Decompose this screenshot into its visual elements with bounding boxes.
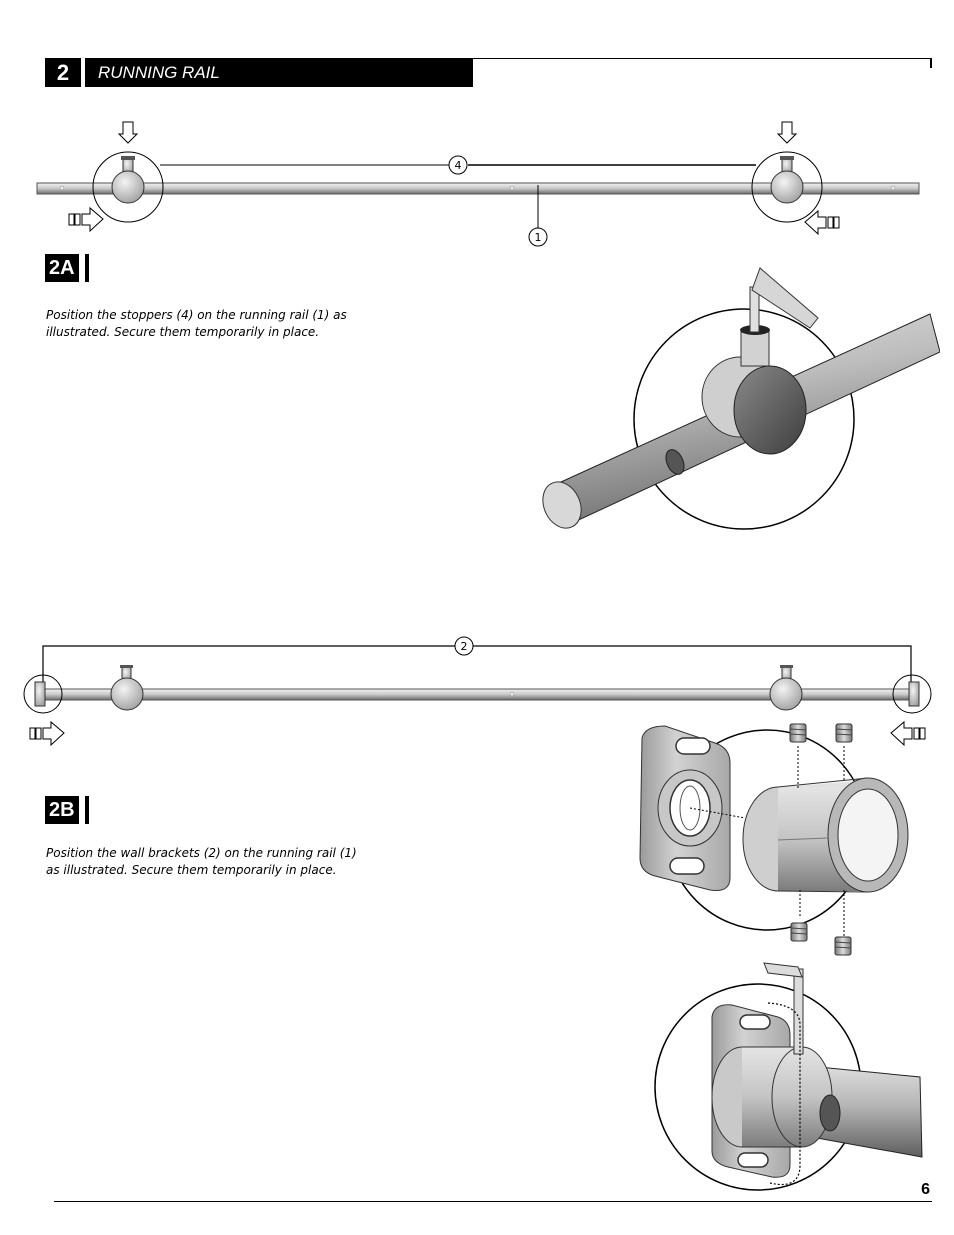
- set-screw: [789, 723, 807, 743]
- step-2a-badge: 2A: [45, 254, 79, 282]
- bracket-assembled-illustration: [654, 962, 923, 1191]
- bracket-exploded-illustration: [639, 723, 909, 956]
- stopper-left: [110, 665, 144, 711]
- rail-brackets-diagram: 2: [23, 636, 932, 747]
- step-2b-instructions: Position the wall brackets (2) on the ru…: [46, 845, 366, 879]
- page-number: 6: [921, 1181, 930, 1198]
- section-number: 2: [45, 58, 81, 87]
- step-2a-text-line1: Position the stoppers (4) on the running…: [46, 308, 347, 322]
- stopper-detail-illustration: [542, 267, 940, 530]
- section-title: RUNNING RAIL: [85, 58, 473, 87]
- arrow-down-icon: [776, 121, 798, 144]
- step-2b-text-line1: Position the wall brackets (2) on the ru…: [46, 846, 357, 860]
- stopper-left: [92, 151, 164, 223]
- callout-2-label: 2: [461, 640, 468, 653]
- step-2b-bar: [85, 796, 89, 824]
- step-2a-instructions: Position the stoppers (4) on the running…: [46, 307, 356, 341]
- arrow-right-icon: [29, 720, 65, 747]
- wall-bracket-left: [23, 674, 63, 714]
- set-screw: [790, 922, 808, 942]
- arrow-down-icon: [117, 121, 139, 144]
- step-2b-badge: 2B: [45, 796, 79, 824]
- set-screw: [835, 723, 853, 743]
- arrow-left-icon: [804, 209, 840, 236]
- rail-stoppers-diagram: 4 1: [36, 121, 920, 247]
- stopper-right: [769, 665, 803, 711]
- step-2b-text-line2: as illustrated. Secure them temporarily …: [46, 863, 337, 877]
- header-rule: [473, 58, 932, 59]
- callout-1-label: 1: [535, 231, 542, 244]
- set-screw: [834, 936, 852, 956]
- callout-1: 1: [528, 227, 548, 247]
- arrow-left-icon: [890, 720, 926, 747]
- footer-rule: [54, 1201, 932, 1202]
- step-2a-bar: [85, 254, 89, 282]
- callout-2: 2: [454, 636, 474, 656]
- running-rail: [36, 182, 920, 195]
- callout-4-label: 4: [455, 159, 462, 172]
- stopper-right: [751, 151, 823, 223]
- header-rule-tick: [930, 58, 932, 68]
- wall-bracket-right: [892, 674, 932, 714]
- step-2a-text-line2: illustrated. Secure them temporarily in …: [46, 325, 320, 339]
- arrow-right-icon: [68, 206, 104, 233]
- callout-4: 4: [448, 155, 468, 175]
